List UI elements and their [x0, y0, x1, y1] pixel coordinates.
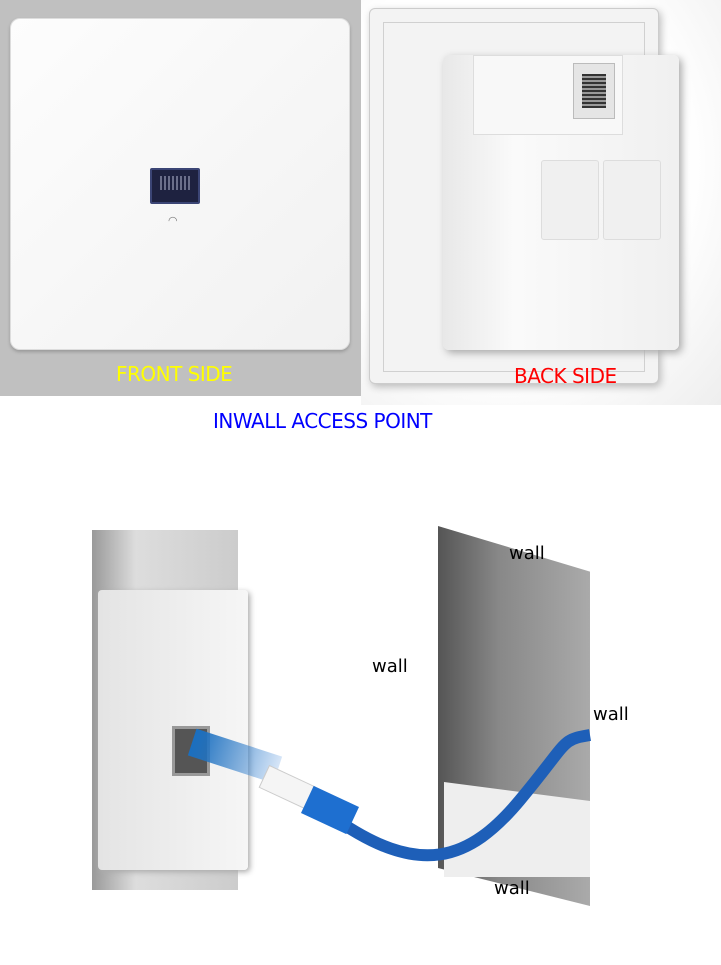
wifi-icon: ◠	[168, 214, 178, 227]
rj45-boot-icon	[301, 785, 359, 835]
back-panel-left	[541, 160, 599, 240]
wall-label: wall	[494, 878, 530, 899]
cable-line	[326, 729, 591, 862]
back-panel-right	[603, 160, 661, 240]
back-side-label: BACK SIDE	[514, 364, 617, 388]
ethernet-port-icon	[150, 168, 200, 204]
lan-port-icon	[573, 63, 615, 119]
wall-label: wall	[593, 704, 629, 725]
back-side-photo	[361, 0, 721, 405]
page-title: INWALL ACCESS POINT	[213, 409, 432, 433]
front-side-label: FRONT SIDE	[116, 362, 233, 386]
front-side-photo: ◠	[0, 0, 361, 396]
wall-label: wall	[372, 656, 408, 677]
wall-label: wall	[509, 543, 545, 564]
